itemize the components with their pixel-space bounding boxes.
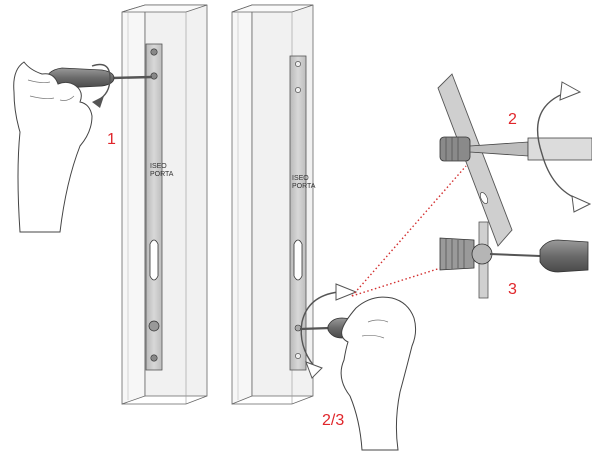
detail-3-view — [439, 221, 589, 299]
brand-logo-right: ISEO — [292, 175, 309, 182]
door-profile-left — [121, 4, 208, 405]
step-label-1: 1 — [107, 131, 116, 148]
hand-screwdriver-right — [299, 283, 417, 451]
faceplate-left: ISEO PORTA — [145, 43, 174, 371]
hand-screwdriver-left — [13, 61, 153, 233]
brand-sub-right: PORTA — [292, 183, 316, 190]
faceplate-right: ISEO PORTA — [289, 55, 316, 371]
brand-sub-left: PORTA — [150, 171, 174, 178]
detail-2-view — [437, 73, 592, 247]
step-label-2: 2 — [508, 111, 517, 128]
step-label-2-3: 2/3 — [322, 412, 345, 429]
detail-callout-lines — [351, 165, 467, 297]
brand-logo-left: ISEO — [150, 163, 167, 170]
step-label-3: 3 — [508, 281, 517, 298]
